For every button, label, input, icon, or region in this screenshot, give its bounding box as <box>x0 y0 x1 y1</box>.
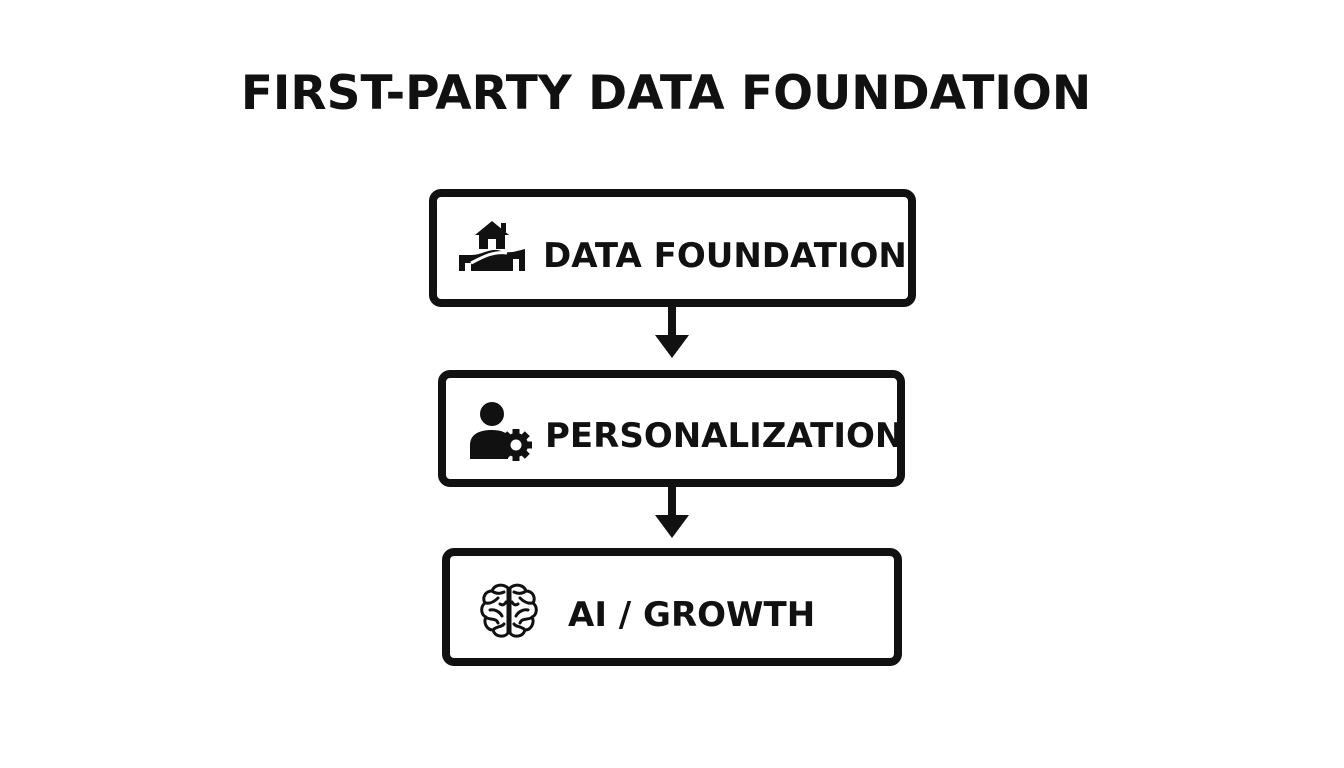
arrow-down-icon <box>655 305 689 358</box>
user-gear-icon <box>470 402 532 461</box>
step-box-data-foundation: DATA FOUNDATION <box>429 189 916 307</box>
step-box-ai-growth: AI / GROWTH <box>442 548 902 666</box>
house-on-foundation-icon <box>459 221 525 271</box>
step-box-personalization: PERSONALIZATION <box>438 370 905 487</box>
arrow-down-icon <box>655 485 689 538</box>
step-label: AI / GROWTH <box>568 595 816 635</box>
brain-circuit-icon <box>480 583 538 638</box>
step-label: DATA FOUNDATION <box>543 236 907 276</box>
step-label: PERSONALIZATION <box>545 416 904 456</box>
diagram-title: FIRST-PARTY DATA FOUNDATION <box>240 66 1092 121</box>
